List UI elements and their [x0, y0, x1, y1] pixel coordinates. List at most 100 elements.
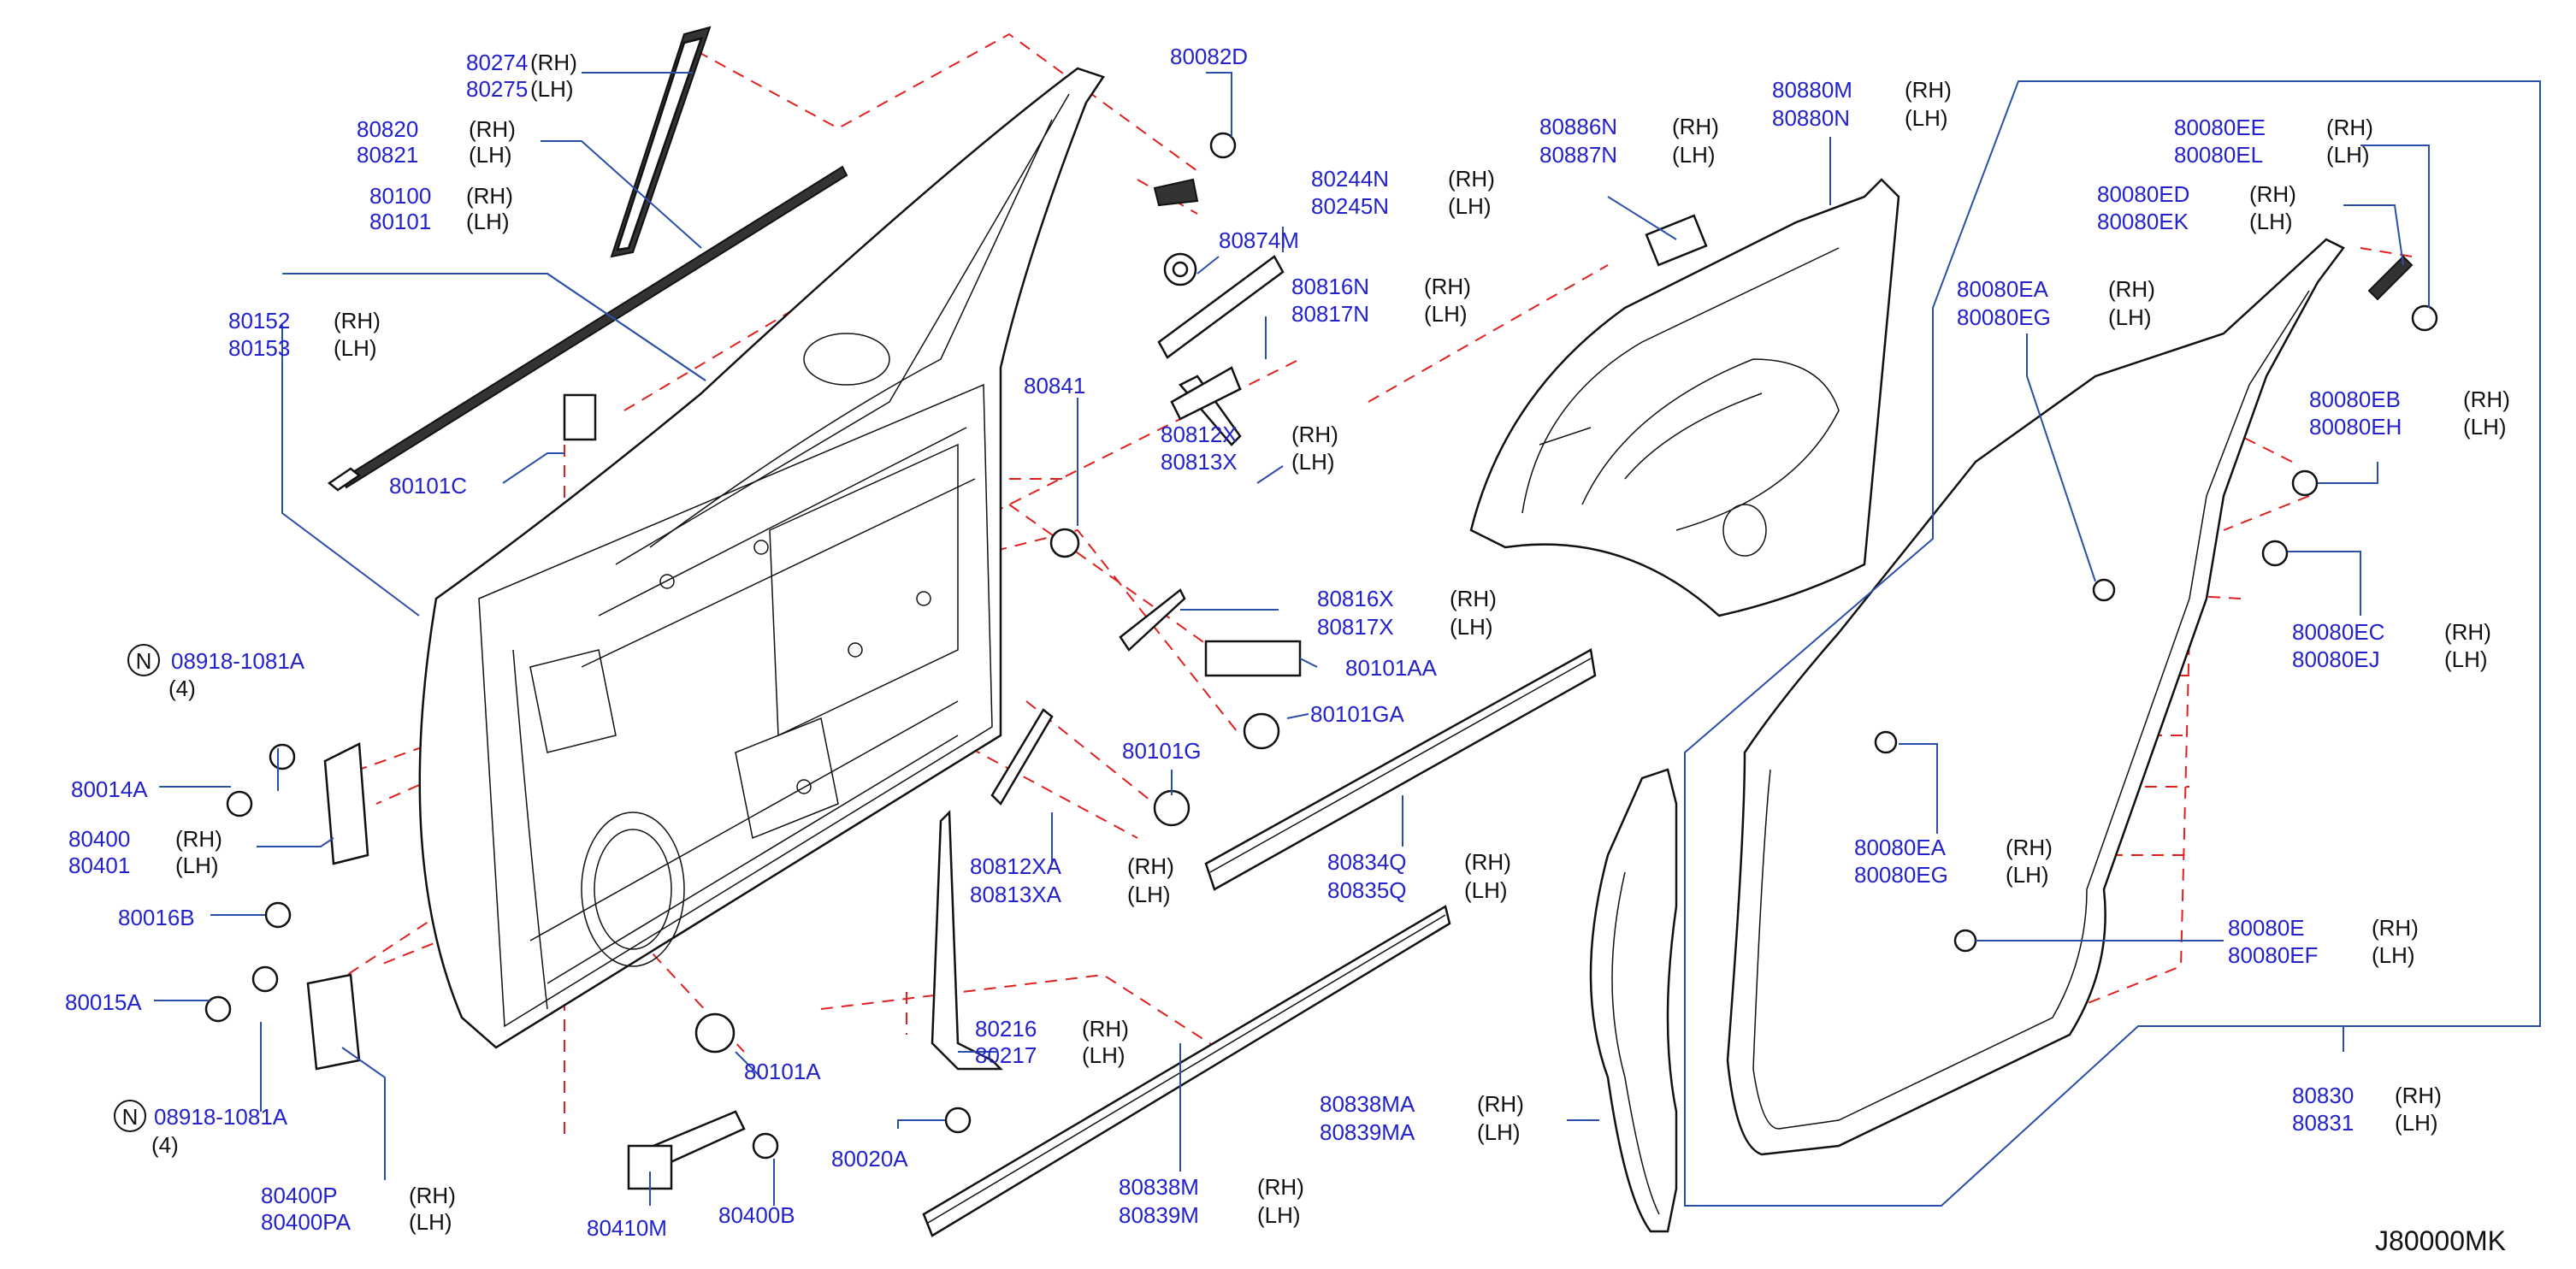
- pn-80400: 80400: [68, 826, 130, 852]
- door-shell: [418, 67, 1105, 1049]
- pn-80880M: 80880M: [1772, 77, 1852, 103]
- tag-80080ED-rh: (RH): [2249, 181, 2296, 207]
- qty-top: (4): [168, 676, 196, 701]
- pn-80217: 80217: [975, 1042, 1037, 1068]
- tag-80400P-rh: (RH): [409, 1183, 456, 1208]
- tag-80838MA-rh: (RH): [1477, 1091, 1524, 1117]
- pn-80082D: 80082D: [1170, 44, 1248, 69]
- leader-lines: [154, 72, 2541, 1207]
- pn-80245N: 80245N: [1311, 193, 1389, 219]
- pn-80101G: 80101G: [1122, 738, 1202, 764]
- pn-80153: 80153: [228, 335, 290, 361]
- pn-80101: 80101: [369, 209, 431, 234]
- door-trim-panel: [1469, 178, 1900, 617]
- tag-80080EJ-lh: (LH): [2444, 646, 2488, 672]
- pn-80080E: 80080E: [2228, 915, 2305, 941]
- pn-80101C: 80101C: [389, 473, 467, 499]
- badge-text-bottom: N: [122, 1104, 139, 1130]
- pn-80831: 80831: [2292, 1110, 2354, 1136]
- tag-80821-lh: (LH): [469, 142, 512, 168]
- tag-80831-lh: (LH): [2395, 1110, 2438, 1136]
- tag-80275-lh: (LH): [530, 76, 574, 102]
- pn-80101GA: 80101GA: [1310, 701, 1405, 727]
- pillar-seal: [1589, 768, 1678, 1233]
- tag-80839MA-lh: (LH): [1477, 1119, 1521, 1145]
- tag-80100-rh: (RH): [466, 183, 513, 209]
- pn-80817X: 80817X: [1317, 614, 1394, 640]
- pn-80020A: 80020A: [831, 1146, 908, 1172]
- pn-80841: 80841: [1024, 373, 1085, 398]
- pn-80816X: 80816X: [1317, 586, 1394, 611]
- tag-80812XA-rh: (RH): [1127, 853, 1174, 879]
- pn-80080EF: 80080EF: [2228, 942, 2319, 968]
- pn-80080EA-top: 80080EA: [1957, 276, 2049, 302]
- tag-80401-lh: (LH): [175, 853, 219, 878]
- tag-80880N-lh: (LH): [1905, 105, 1948, 131]
- tag-80880M-rh: (RH): [1905, 77, 1952, 103]
- pn-80152: 80152: [228, 308, 290, 333]
- tag-80101-lh: (LH): [466, 209, 510, 234]
- tag-80245N-lh: (LH): [1448, 193, 1492, 219]
- trim-switch-bezel: [1645, 214, 1708, 267]
- pn-80880N: 80880N: [1772, 105, 1850, 131]
- tag-80080EH-lh: (LH): [2463, 414, 2507, 440]
- tag-80244N-rh: (RH): [1448, 166, 1495, 192]
- pn-08918-1081A-top: 08918-1081A: [171, 648, 305, 674]
- badge-text-top: N: [136, 648, 152, 674]
- tag-80816X-rh: (RH): [1450, 586, 1497, 611]
- tag-80080EA-top-rh: (RH): [2108, 276, 2155, 302]
- pn-80887N: 80887N: [1539, 142, 1617, 168]
- pn-80834Q: 80834Q: [1327, 849, 1407, 875]
- pn-80812XA: 80812XA: [970, 853, 1062, 879]
- tag-80274-rh: (RH): [530, 50, 577, 75]
- pn-80813X: 80813X: [1161, 449, 1238, 475]
- pn-80410M: 80410M: [587, 1215, 667, 1241]
- tag-80835Q-lh: (LH): [1464, 877, 1508, 903]
- tag-80080EA-mid-rh: (RH): [2006, 835, 2053, 860]
- tag-80839M-lh: (LH): [1257, 1202, 1301, 1228]
- tag-80813XA-lh: (LH): [1127, 882, 1171, 907]
- pn-80275: 80275: [466, 76, 528, 102]
- pn-80874M: 80874M: [1219, 227, 1299, 253]
- tag-80813X-lh: (LH): [1291, 449, 1335, 475]
- pn-80835Q: 80835Q: [1327, 877, 1407, 903]
- tag-80817X-lh: (LH): [1450, 614, 1493, 640]
- pn-80839MA: 80839MA: [1320, 1119, 1415, 1145]
- pn-80812X: 80812X: [1161, 422, 1238, 447]
- pn-80400PA: 80400PA: [261, 1209, 352, 1235]
- tag-80400PA-lh: (LH): [409, 1209, 452, 1235]
- pn-80817N: 80817N: [1291, 301, 1369, 327]
- pn-80080EL: 80080EL: [2174, 142, 2263, 168]
- pn-80080EB: 80080EB: [2309, 387, 2401, 412]
- pn-80080EH: 80080EH: [2309, 414, 2402, 440]
- qty-bottom: (4): [151, 1132, 179, 1158]
- n-badge-bottom: N: [114, 1100, 146, 1132]
- tag-80080EG-top-lh: (LH): [2108, 304, 2152, 330]
- tag-80817N-lh: (LH): [1424, 301, 1468, 327]
- tag-80816N-rh: (RH): [1424, 274, 1471, 299]
- pn-80080EA-mid: 80080EA: [1854, 835, 1947, 860]
- tag-80820-rh: (RH): [469, 116, 516, 142]
- pn-80821: 80821: [357, 142, 418, 168]
- tag-80887N-lh: (LH): [1672, 142, 1716, 168]
- pn-80080ED: 80080ED: [2097, 181, 2189, 207]
- pn-80838MA: 80838MA: [1320, 1091, 1415, 1117]
- pn-80080EC: 80080EC: [2292, 619, 2384, 645]
- pn-80080EJ: 80080EJ: [2292, 646, 2380, 672]
- tag-80080EF-lh: (LH): [2372, 942, 2415, 968]
- pn-80401: 80401: [68, 853, 130, 878]
- tag-80080EC-rh: (RH): [2444, 619, 2491, 645]
- pn-80274: 80274: [466, 50, 528, 75]
- pn-80015A: 80015A: [65, 989, 142, 1015]
- pn-80400P: 80400P: [261, 1183, 338, 1208]
- callouts: 80274 (RH) 80275 (LH) 80820 (RH) 80821 (…: [65, 44, 2510, 1241]
- pn-80080EE: 80080EE: [2174, 115, 2266, 140]
- pn-80014A: 80014A: [71, 776, 148, 802]
- pn-80216: 80216: [975, 1016, 1037, 1042]
- pn-80080EK: 80080EK: [2097, 209, 2189, 234]
- pn-80813XA: 80813XA: [970, 882, 1062, 907]
- tag-80886N-rh: (RH): [1672, 114, 1719, 139]
- pn-80830: 80830: [2292, 1083, 2354, 1108]
- pn-80820: 80820: [357, 116, 418, 142]
